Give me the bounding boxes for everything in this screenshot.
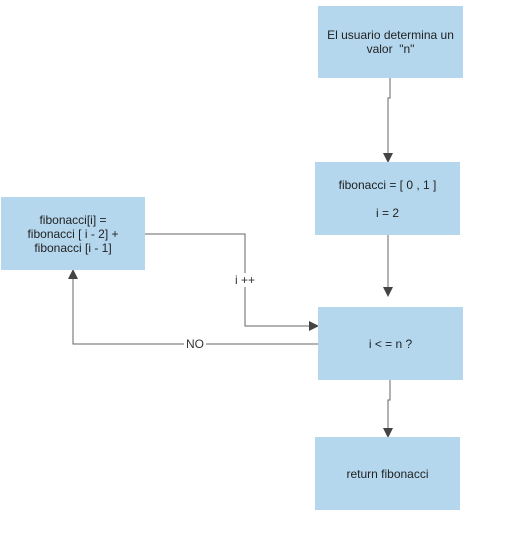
node-init-line1: fibonacci = [ 0 , 1 ] [338,177,437,192]
connector-condition-to-compute [68,269,318,345]
node-compute-line1: fibonacci[i] = [39,212,107,227]
node-input: El usuario determina un valor "n" [318,6,463,78]
node-output-text: return fibonacci [346,466,429,481]
node-compute-line2: fibonacci [ i - 2] + [27,226,119,241]
node-output: return fibonacci [315,437,460,510]
node-input-line1: El usuario determina un [327,28,454,42]
node-compute: fibonacci[i] = fibonacci [ i - 2] + fibo… [1,197,145,270]
connector-input-to-init [383,78,393,163]
node-condition-text: i < = n ? [368,336,413,351]
node-init: fibonacci = [ 0 , 1 ] i = 2 [315,162,460,235]
label-no: NO [184,337,206,351]
connector-compute-to-condition [145,233,319,331]
node-compute-line3: fibonacci [i - 1] [34,240,112,255]
node-condition: i < = n ? [318,307,463,380]
label-increment: i ++ [233,273,258,287]
connector-condition-to-output [383,380,393,438]
node-init-line2: i = 2 [375,205,399,220]
node-input-line2: valor "n" [366,42,415,56]
